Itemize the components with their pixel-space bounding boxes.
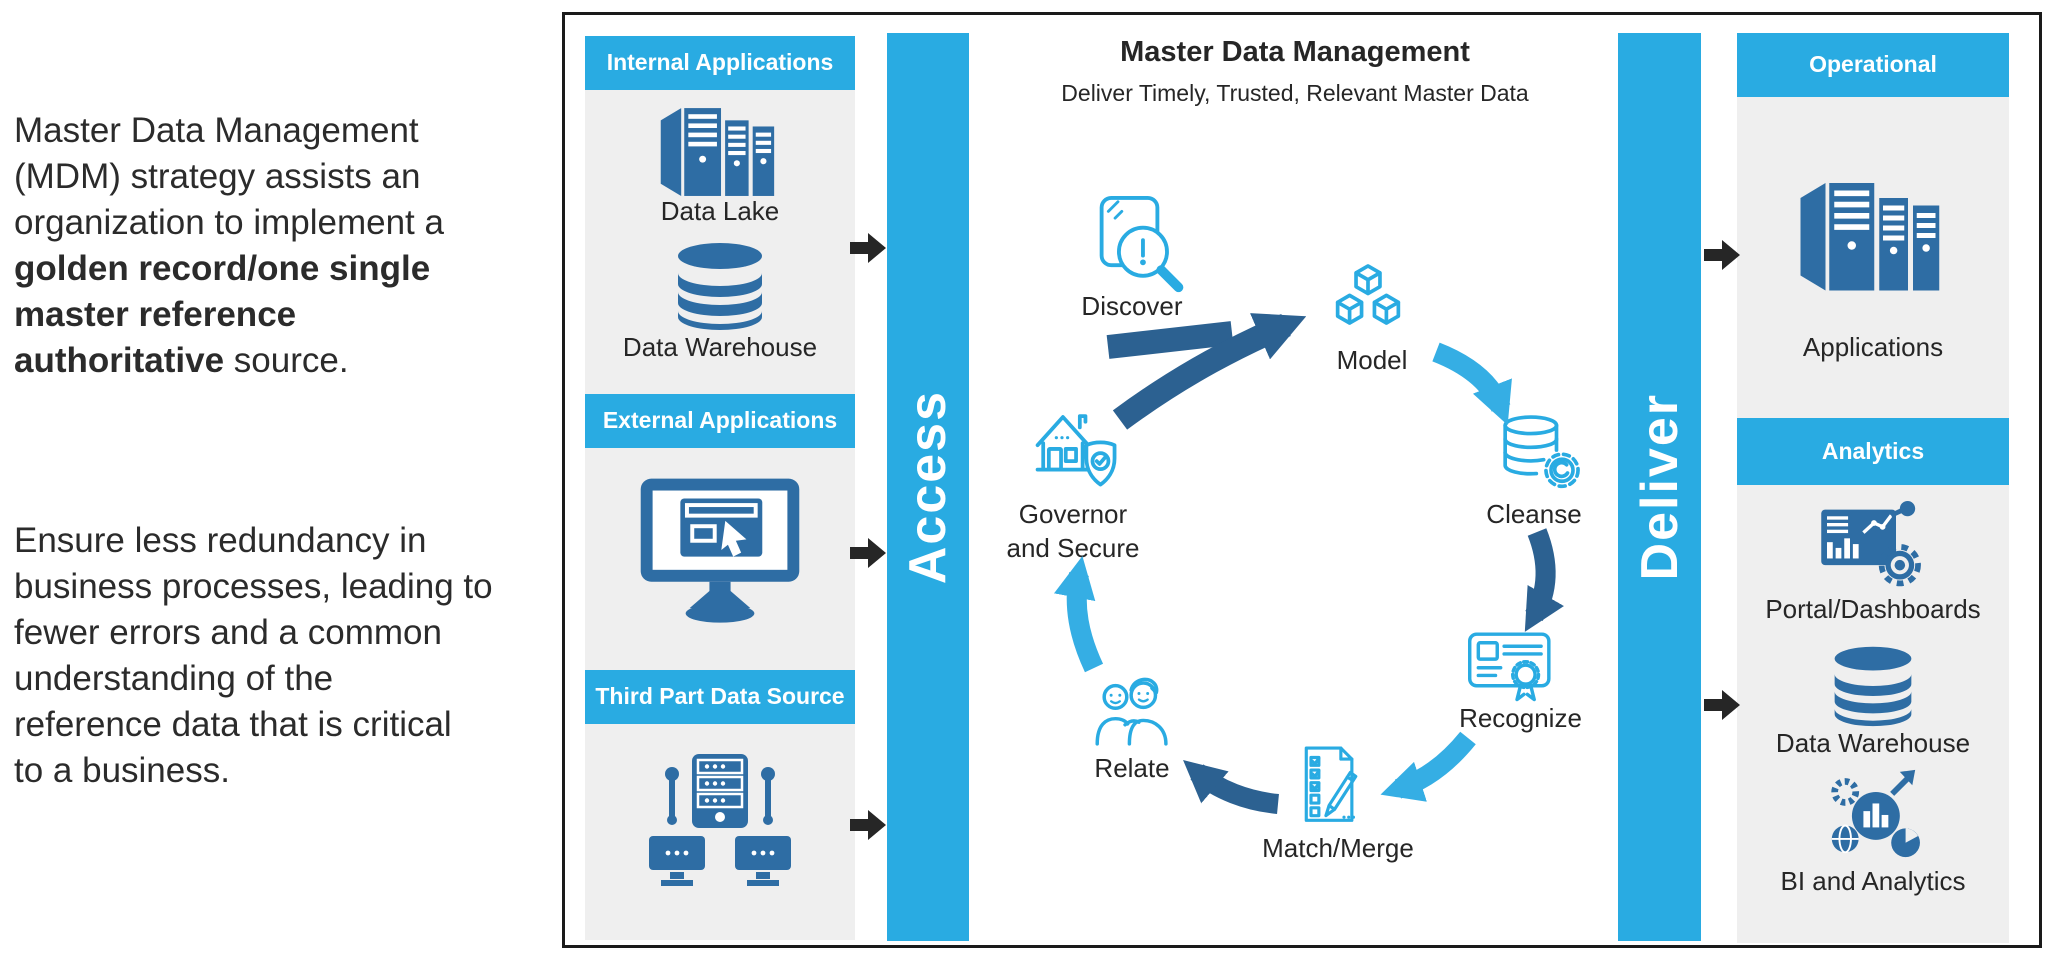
external-applications-banner: External Applications <box>585 394 855 448</box>
analytics-banner: Analytics <box>1737 418 2009 485</box>
database-icon <box>1834 646 1912 727</box>
access-label: Access <box>899 389 957 585</box>
data-lake-label: Data Lake <box>660 196 780 226</box>
governor-and-secure-label: Governor and Secure <box>1006 499 1140 563</box>
portal-dashboards-label: Portal/Dashboards <box>1765 594 1981 624</box>
data-warehouse-label: Data Warehouse <box>622 332 818 362</box>
magnifier-alert-icon <box>1099 196 1184 293</box>
data-warehouse-analytics-label: Data Warehouse <box>1775 728 1971 758</box>
database-gear-icon <box>1503 415 1580 489</box>
model-label: Model <box>1336 345 1408 375</box>
internal-applications-banner: Internal Applications <box>585 36 855 90</box>
dashboard-gear-icon <box>1821 500 1921 587</box>
recognize-label: Recognize <box>1459 703 1582 733</box>
deliver-label: Deliver <box>1630 393 1689 581</box>
relate-label: Relate <box>1094 753 1170 783</box>
discover-label: Discover <box>1081 291 1183 321</box>
monitor-browser-icon <box>640 478 800 623</box>
cubes-icon <box>1335 264 1401 325</box>
intro-paragraph-1: Master Data Management(MDM) strategy ass… <box>14 111 444 380</box>
id-card-ribbon-icon <box>1468 632 1551 702</box>
server-network-icon <box>649 754 791 886</box>
server-stack-icon <box>1800 183 1940 291</box>
applications-label: Applications <box>1802 332 1944 362</box>
deliver-bar: Deliver <box>1618 33 1701 941</box>
operational-banner: Operational <box>1737 33 2009 97</box>
match-merge-label: Match/Merge <box>1262 833 1414 863</box>
database-icon <box>678 243 762 330</box>
intro-text: Master Data Management(MDM) strategy ass… <box>14 108 576 794</box>
checklist-pencil-icon <box>1304 746 1358 822</box>
diagram-title: Master Data Management <box>1120 36 1470 68</box>
people-icon <box>1095 677 1168 746</box>
diagram-subtitle: Deliver Timely, Trusted, Relevant Master… <box>1061 80 1529 106</box>
third-part-data-source-banner: Third Part Data Source <box>585 670 855 724</box>
house-shield-icon <box>1035 414 1117 487</box>
bi-and-analytics-label: BI and Analytics <box>1780 866 1966 896</box>
server-stack-icon <box>660 108 775 196</box>
access-bar: Access <box>887 33 969 941</box>
bi-analytics-icon <box>1831 769 1920 858</box>
cleanse-label: Cleanse <box>1486 499 1582 529</box>
